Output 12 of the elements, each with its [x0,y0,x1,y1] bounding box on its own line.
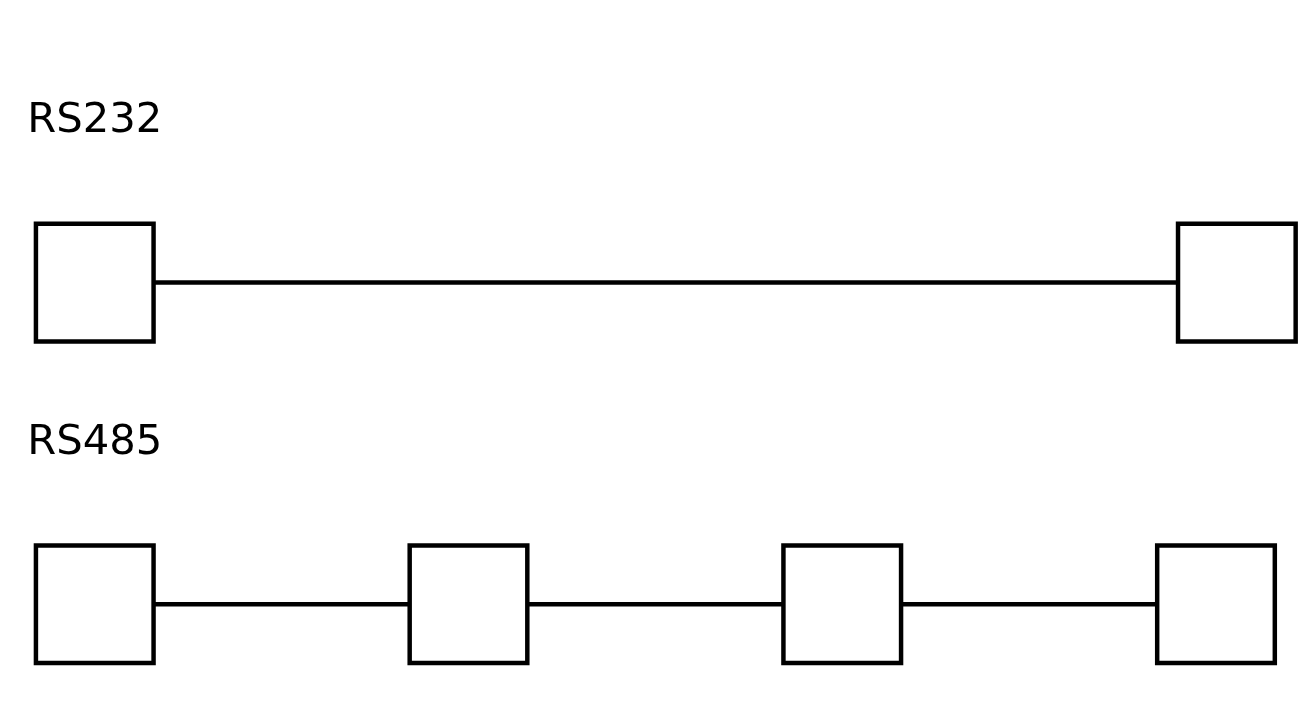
node-box [781,542,904,665]
node-box [1154,542,1278,665]
node-box [407,542,530,665]
node-box [1175,221,1298,344]
connector [527,601,784,606]
label: RS232 [27,92,163,142]
node-box [33,221,156,344]
connector [901,601,1157,606]
connector [153,279,1178,285]
label: RS485 [27,414,163,464]
connector [153,601,410,606]
node-box [33,542,156,665]
